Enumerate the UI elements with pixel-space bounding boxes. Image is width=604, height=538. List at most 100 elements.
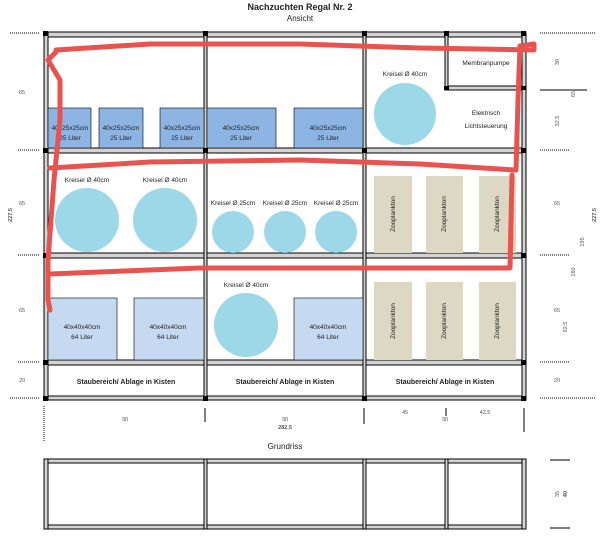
label: 282.5 [278, 425, 292, 431]
label: 90 [282, 417, 288, 423]
label: 40x25x25cm [310, 125, 347, 132]
shape [203, 458, 208, 530]
label: 195 [580, 237, 586, 246]
label: 25 Liter [317, 135, 340, 142]
shape [43, 360, 48, 365]
row-4-storage: Staubereich/ Ablage in Kisten Staubereic… [77, 379, 495, 386]
shape [159, 107, 205, 149]
label: 64 Liter [317, 334, 340, 341]
shape [426, 282, 463, 360]
shape [293, 297, 364, 361]
label: Kreisel Ø 40cm [143, 177, 187, 184]
label: Zooplankton [390, 303, 397, 339]
shape [43, 148, 48, 153]
label: 35 [555, 491, 561, 497]
label: 32.5 [555, 116, 561, 127]
label: 40x25x25cm [52, 125, 89, 132]
shape [43, 147, 527, 154]
label: Zooplankton [441, 303, 448, 339]
floor-plan: 35 40 [43, 458, 570, 530]
kreisel-pump [374, 83, 436, 145]
label: 40x40x40cm [310, 324, 347, 331]
zooplankton-label: Zooplankton [494, 196, 501, 232]
row-1: 40x25x25cm 25 Liter 40x25x25cm 25 Liter 40… [47, 60, 510, 149]
tank-64l: 40x40x40cm 64 Liter [133, 297, 205, 361]
shape [47, 172, 515, 277]
shape [43, 253, 48, 258]
label: Staubereich/ Ablage in Kisten [236, 379, 335, 386]
label: 20 [554, 378, 560, 384]
shape [43, 396, 48, 401]
drawing-subtitle: Ansicht [287, 14, 314, 23]
shape [206, 107, 277, 149]
shape [43, 252, 527, 259]
shelf-frame [43, 31, 527, 401]
shape [521, 31, 526, 36]
label: 65 [554, 308, 560, 314]
label: 25 Liter [171, 135, 194, 142]
licht-label-1: Elektrisch [472, 110, 501, 117]
label: 40x25x25cm [223, 125, 260, 132]
zooplankton-label: Zooplankton [441, 196, 448, 232]
label: 160 [571, 267, 577, 276]
dimensions: 65 65 65 20 227.5 30 65 32.5 65 227.5 19… [8, 32, 598, 442]
red-annotation [45, 41, 537, 313]
label: 227.5 [8, 208, 14, 222]
label: 64 Liter [157, 334, 180, 341]
kreisel-label: Kreisel Ø 40cm [383, 71, 427, 78]
shape [521, 360, 526, 365]
label: Staubereich/ Ablage in Kisten [77, 379, 176, 386]
label: 25 Liter [230, 135, 253, 142]
tank-25l: 40x25x25cm 25 Liter [159, 107, 205, 149]
label: 40x25x25cm [103, 125, 140, 132]
kreisel-pump [55, 188, 119, 252]
shape [43, 458, 527, 464]
shape [444, 458, 449, 530]
label: 40x25x25cm [164, 125, 201, 132]
label: Kreisel Ø 25cm [211, 200, 255, 207]
label: 65 [571, 91, 577, 97]
label: 45 [402, 410, 408, 416]
kreisel-pump-small [264, 211, 306, 253]
shape [133, 297, 205, 361]
label: 90 [442, 417, 448, 423]
label: 30 [555, 59, 561, 65]
tank-25l: 40x25x25cm 25 Liter [47, 107, 92, 149]
shape [362, 31, 367, 401]
shape [43, 31, 49, 401]
label: 25 Liter [110, 135, 133, 142]
kreisel-pump-small [212, 211, 254, 253]
shape [43, 524, 527, 530]
shape [45, 49, 63, 313]
label: 65 [19, 201, 25, 207]
shape [444, 31, 449, 36]
label: Staubereich/ Ablage in Kisten [396, 379, 495, 386]
label: 65 [19, 308, 25, 314]
kreisel-pump [214, 293, 278, 357]
shape [444, 86, 449, 90]
label: Kreisel Ø 40cm [65, 177, 109, 184]
label: Kreisel Ø 25cm [314, 200, 358, 207]
shape [98, 107, 144, 149]
shape [479, 282, 516, 360]
tank-25l: 40x25x25cm 25 Liter [206, 107, 277, 149]
shape [43, 359, 527, 366]
shape [374, 176, 412, 253]
shape [445, 85, 527, 91]
shape [203, 31, 208, 401]
row-2: Kreisel Ø 40cm Kreisel Ø 40cm Kreisel Ø … [55, 176, 516, 253]
label: 25 Liter [59, 135, 82, 142]
shape [521, 148, 526, 153]
kreisel-pump [133, 188, 197, 252]
label: 90 [122, 417, 128, 423]
shape [43, 31, 526, 401]
shape [444, 31, 449, 91]
shape [362, 396, 367, 401]
label: 40x40x40cm [150, 324, 187, 331]
shape [362, 458, 367, 530]
plan-title: Grundriss [268, 442, 303, 451]
label: 65 [19, 90, 25, 96]
